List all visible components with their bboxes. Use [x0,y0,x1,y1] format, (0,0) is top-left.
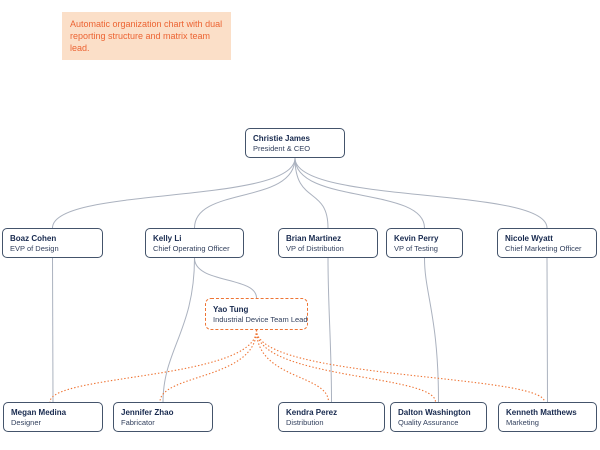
person-name: Boaz Cohen [10,233,57,243]
person-title: Marketing [506,417,539,427]
person-name: Nicole Wyatt [505,233,553,243]
connector-brian-kendra [327,257,332,403]
connector-christie-brian [294,157,329,229]
person-name: Brian Martinez [286,233,342,243]
person-title: Distribution [286,417,324,427]
connector-yao-megan [49,329,258,403]
person-title: VP of Testing [394,243,438,253]
connector-christie-kelly [194,157,296,229]
connector-nicole-kenneth [546,257,548,403]
connector-christie-boaz [52,157,296,229]
person-title: Chief Marketing Officer [505,243,582,253]
connector-yao-kenneth [255,329,546,403]
annotation-note: Automatic organization chart with dual r… [62,12,231,61]
person-name: Kenneth Matthews [506,407,577,417]
person-name: Kelly Li [153,233,182,243]
person-title: Quality Assurance [398,417,459,427]
person-name: Yao Tung [213,304,249,314]
connector-yao-kendra [255,329,330,403]
connector-kelly-jennifer [162,257,195,403]
person-name: Dalton Washington [398,407,471,417]
person-name: Christie James [253,133,310,143]
connector-kelly-yao [194,257,257,299]
connector-kevin-dalton [424,257,439,403]
person-title: Fabricator [121,417,155,427]
connector-christie-kevin [294,157,425,229]
connector-yao-jennifer [159,329,258,403]
person-title: Designer [11,417,42,427]
person-title: Industrial Device Team Lead [213,314,308,324]
person-name: Kevin Perry [394,233,439,243]
person-title: President & CEO [253,143,311,153]
person-title: VP of Distribution [286,243,344,253]
person-name: Jennifer Zhao [121,407,174,417]
person-title: Chief Operating Officer [153,243,230,253]
connector-boaz-megan [52,257,54,403]
connector-christie-nicole [294,157,548,229]
person-name: Kendra Perez [286,407,338,417]
person-name: Megan Medina [11,407,67,417]
connector-yao-dalton [255,329,437,403]
person-title: EVP of Design [10,243,59,253]
